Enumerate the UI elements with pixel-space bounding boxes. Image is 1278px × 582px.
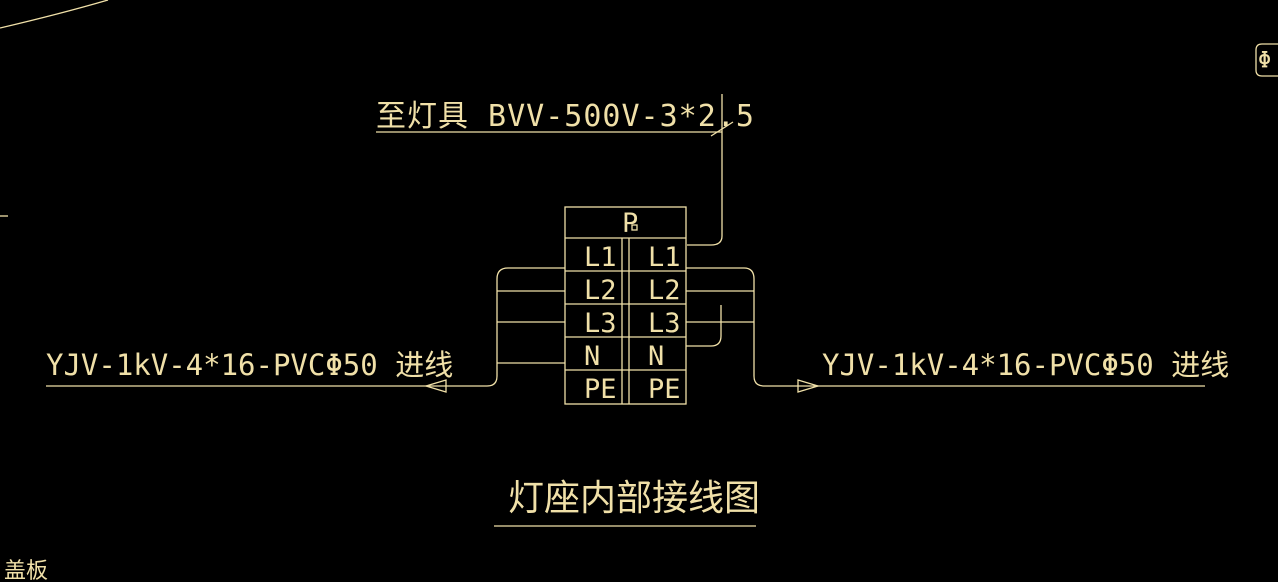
terminal-right-L1: L1 [648,242,681,273]
terminal-outline [564,206,687,405]
terminal-header-mark [631,224,638,231]
left-wire-outer [460,267,565,387]
right-cable-label: YJV-1kV-4*16-PVCΦ50 进线 [822,348,1229,382]
corner-label-top-right: Φ [1258,48,1271,73]
right-wire-bundle [686,267,800,387]
left-cable-label: YJV-1kV-4*16-PVCΦ50 进线 [46,348,453,382]
diagram-title: 灯座内部接线图 [508,478,760,519]
terminal-left-L1: L1 [584,242,617,273]
terminal-block: P L1 L1 L2 L2 L3 L3 N N PE PE [564,206,687,405]
left-wire-bundle [460,267,565,387]
terminal-right-L2: L2 [648,275,681,306]
terminal-right-N: N [648,341,664,372]
left-arrow-icon [423,379,447,393]
terminal-right-L3: L3 [648,308,681,339]
top-cable-label: 至灯具 BVV-500V-3*2.5 [376,99,755,134]
right-wire-N-return [710,305,722,347]
terminal-left-L2: L2 [584,275,617,306]
arc-fragment [0,0,109,29]
riser-tick [710,121,734,137]
corner-label-bottom-left: 盖板 [4,559,48,582]
terminal-right-PE: PE [648,374,681,405]
terminal-left-N: N [584,341,600,372]
right-arrow-icon [797,379,821,393]
corner-bracket [1255,43,1278,77]
terminal-header: P [622,208,638,239]
wire-to-L1-right [687,235,723,246]
terminal-left-PE: PE [584,374,617,405]
right-wire-outer [686,267,800,387]
terminal-left-L3: L3 [584,308,617,339]
